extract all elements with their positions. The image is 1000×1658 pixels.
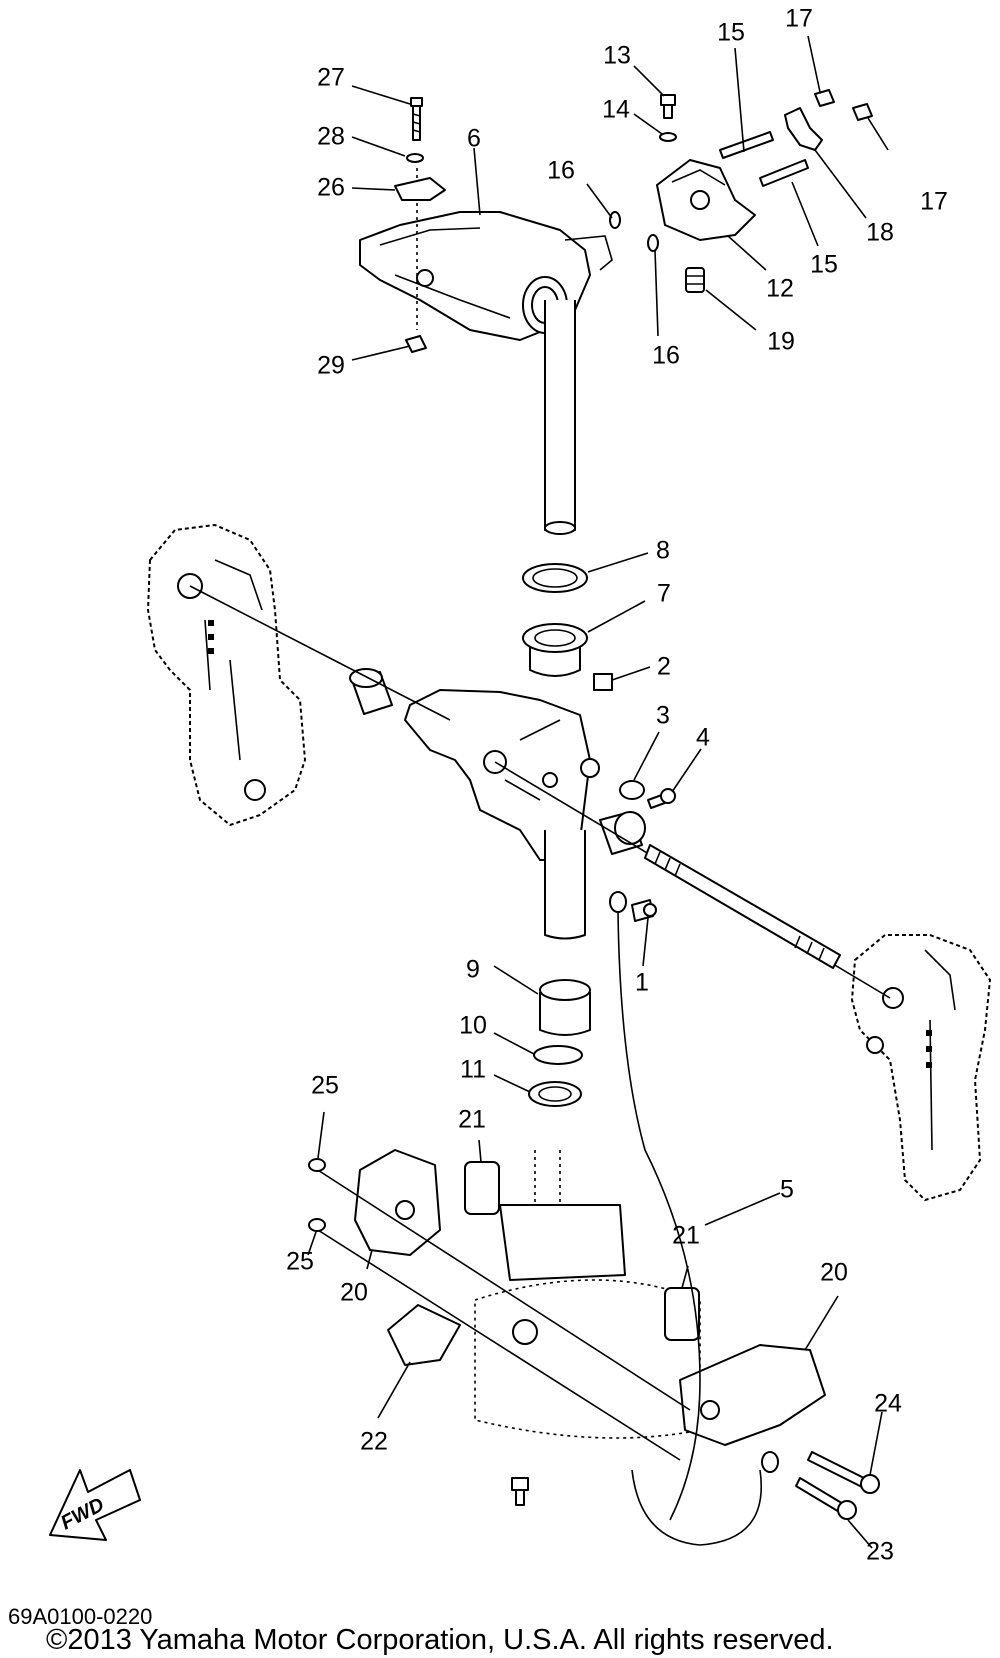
part-label-16-lower: 16 (652, 341, 680, 370)
part-label-25-upper: 25 (311, 1071, 339, 1100)
part-label-21-left: 21 (458, 1105, 486, 1134)
plate-26 (394, 177, 446, 201)
part-label-24: 24 (874, 1389, 902, 1418)
part-label-3: 3 (656, 701, 670, 730)
bushing-7 (522, 623, 588, 677)
part-label-13: 13 (603, 41, 631, 70)
part-label-5: 5 (780, 1175, 794, 1204)
part-label-15-upper: 15 (717, 18, 745, 47)
part-label-28: 28 (317, 122, 345, 151)
part-label-15-lower: 15 (810, 250, 838, 279)
damper-9 (539, 979, 591, 1036)
part-label-18: 18 (866, 218, 894, 247)
bolt-1 (631, 899, 657, 922)
part-label-16-upper: 16 (547, 156, 575, 185)
part-label-23: 23 (866, 1537, 894, 1566)
friction-block-12 (656, 159, 756, 241)
part-label-8: 8 (656, 536, 670, 565)
part-label-29: 29 (317, 351, 345, 380)
bolt-23 (795, 1477, 857, 1520)
part-label-7: 7 (657, 579, 671, 608)
part-label-25-lower: 25 (286, 1247, 314, 1276)
mount-axis-lower (309, 1224, 681, 1461)
copyright-notice: ©2013 Yamaha Motor Corporation, U.S.A. A… (46, 1624, 834, 1656)
part-label-21-right: 21 (672, 1221, 700, 1250)
part-label-2: 2 (657, 652, 671, 681)
part-label-12: 12 (766, 274, 794, 303)
part-label-9: 9 (466, 955, 480, 984)
bolt-24 (807, 1451, 880, 1494)
part-label-1: 1 (635, 968, 649, 997)
bushing-right (599, 811, 646, 855)
nut-17-upper (814, 89, 835, 107)
tilt-tube (644, 844, 841, 969)
nut-17-lower (852, 103, 873, 121)
part-label-4: 4 (696, 723, 710, 752)
bolt-27 (410, 97, 423, 141)
part-label-26: 26 (317, 173, 345, 202)
collar-3 (619, 780, 645, 800)
ring-16-upper (609, 211, 621, 229)
bushing-left (349, 668, 393, 715)
washer-28 (406, 153, 424, 163)
part-label-11: 11 (460, 1055, 486, 1084)
steering-bracket-6 (359, 211, 613, 535)
ground-wire-5 (617, 911, 701, 1521)
mount-20-left (354, 1149, 441, 1256)
mount-axis-upper (309, 1164, 691, 1411)
part-label-27: 27 (317, 63, 345, 92)
reference-code: 69A0100-0220 (8, 1604, 153, 1629)
part-label-20-right: 20 (820, 1258, 848, 1287)
left-clamp-bracket (147, 524, 306, 826)
plate-18 (784, 107, 823, 151)
bolt-4 (647, 788, 676, 809)
part-label-17-upper: 17 (785, 4, 813, 33)
bolt-13 (660, 94, 676, 119)
damper-21-right (664, 1287, 700, 1341)
ground-bolt (511, 1477, 529, 1506)
seal-11 (528, 1081, 582, 1107)
fwd-arrow-icon (49, 1469, 141, 1541)
leader-lines (307, 35, 889, 1549)
ring-10 (533, 1045, 583, 1065)
swivel-bracket (404, 689, 600, 940)
part-label-19: 19 (767, 327, 795, 356)
wire-terminal-lower (761, 1451, 779, 1473)
grease-nipple-19 (685, 267, 705, 293)
plate-2 (593, 673, 613, 691)
ring-16-lower (647, 234, 659, 252)
part-label-22: 22 (360, 1427, 388, 1456)
wire-terminal-upper (609, 891, 627, 913)
washer-14 (659, 132, 677, 142)
part-label-6: 6 (467, 124, 481, 153)
part-label-20-left: 20 (340, 1278, 368, 1307)
washer-25-lower (308, 1218, 326, 1232)
washer-25-upper (308, 1158, 326, 1172)
bracket-axis-left (189, 585, 451, 721)
nut-29 (405, 335, 427, 353)
part-label-17-lower: 17 (920, 187, 948, 216)
mount-20-right (679, 1344, 826, 1446)
part-label-10: 10 (459, 1011, 487, 1040)
studs-15 (719, 131, 809, 187)
damper-22 (387, 1304, 461, 1366)
right-clamp-bracket (851, 934, 991, 1201)
part-label-14: 14 (602, 95, 630, 124)
damper-21-left (464, 1161, 500, 1215)
